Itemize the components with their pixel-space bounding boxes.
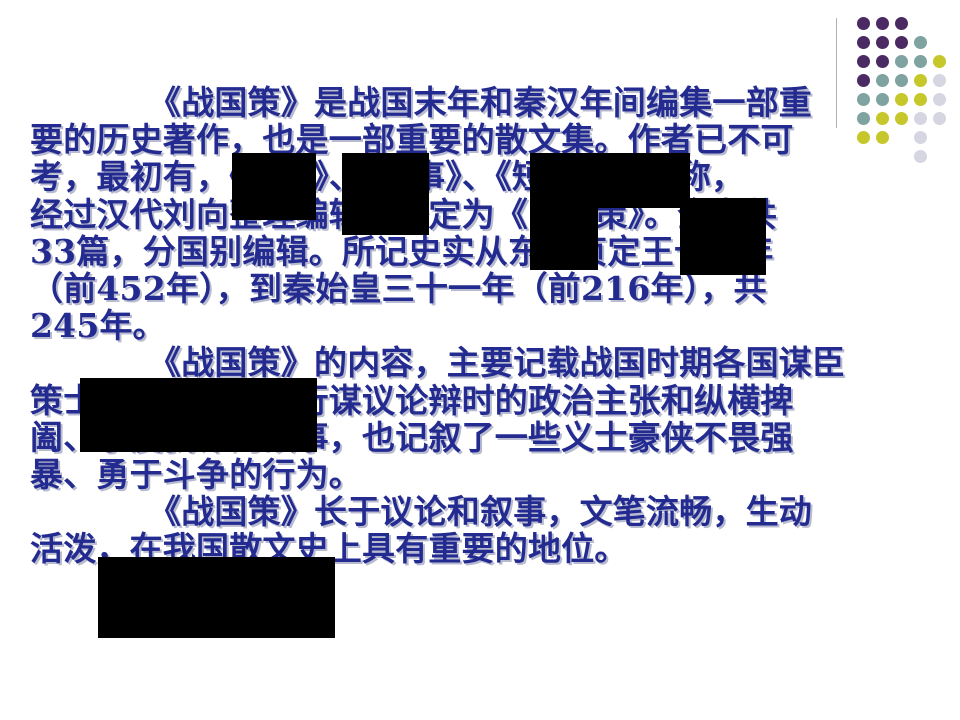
decorative-dot <box>857 55 870 68</box>
decorative-dot <box>876 17 889 30</box>
redaction-box <box>342 153 429 235</box>
decorative-dot <box>857 112 870 125</box>
decorative-dot <box>914 112 927 125</box>
redaction-box <box>232 153 316 220</box>
decorative-dot <box>933 55 946 68</box>
redaction-box <box>98 557 335 638</box>
p1-line-3: 考，最初有，《国策》、《国事》、《短长》等名称， <box>30 158 910 195</box>
decorative-dot <box>914 74 927 87</box>
redaction-box <box>530 153 690 208</box>
decorative-dot <box>857 131 870 144</box>
decorative-dot <box>857 17 870 30</box>
decorative-dot <box>895 93 908 106</box>
p1-line-1: 《战国策》是战国末年和秦汉年间编集一部重 <box>148 83 812 122</box>
decorative-dot <box>933 93 946 106</box>
decorative-dot <box>895 74 908 87</box>
decorative-dot <box>933 112 946 125</box>
decorative-dot <box>876 131 889 144</box>
redaction-box <box>80 378 317 452</box>
decorative-dot <box>857 93 870 106</box>
p1-line-6: （前452年），到秦始皇三十一年（前216年），共 <box>30 268 767 308</box>
decorative-dot <box>895 55 908 68</box>
decorative-dot <box>914 150 927 163</box>
decorative-dot <box>895 36 908 49</box>
p1-line-2: 要的历史著作，也是一部重要的散文集。作者已不可 <box>30 120 794 160</box>
decorative-dot <box>857 74 870 87</box>
p1-line-4: 经过汉代刘向整理编辑，始定为《战国策》。全书共 <box>30 195 910 232</box>
decorative-dot <box>876 93 889 106</box>
redaction-box <box>530 208 598 270</box>
decorative-dot <box>876 36 889 49</box>
decorative-dot <box>914 55 927 68</box>
decorative-dot <box>914 36 927 49</box>
decorative-dot <box>876 74 889 87</box>
p1-line-7: 245年。 <box>30 306 166 346</box>
main-text: 《战国策》是战国末年和秦汉年间编集一部重 要的历史著作，也是一部重要的散文集。作… <box>30 83 910 568</box>
p1-line-5: 33篇，分国别编辑。所记史实从东周贞定王十七年 <box>30 231 774 271</box>
decorative-dot <box>895 17 908 30</box>
p2-line-1: 《战国策》的内容，主要记载战国时期各国谋臣 <box>148 343 846 383</box>
redaction-box <box>680 198 766 275</box>
p2-line-4: 暴、勇于斗争的行为。 <box>30 454 362 494</box>
decorative-dot <box>914 93 927 106</box>
decorative-dot <box>914 131 927 144</box>
decorative-dot <box>857 36 870 49</box>
decorative-dot <box>876 55 889 68</box>
decorative-dot <box>895 112 908 125</box>
decorative-vertical-line <box>836 18 837 128</box>
p3-line-1: 《战国策》长于议论和叙事，文笔流畅，生动 <box>148 492 812 532</box>
decorative-dot <box>876 112 889 125</box>
decorative-dot <box>933 74 946 87</box>
